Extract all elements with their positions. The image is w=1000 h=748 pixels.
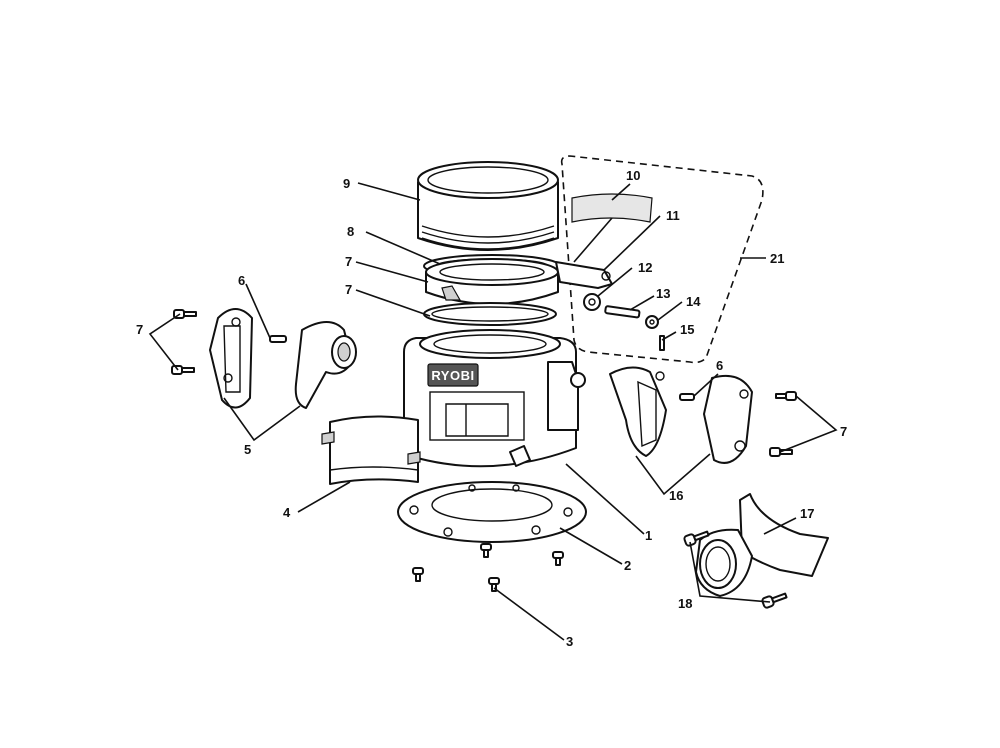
callout-21: 21 <box>770 251 784 266</box>
part-16-washer <box>645 315 659 329</box>
callout-11: 9 <box>343 176 350 191</box>
part-2-base-plate <box>397 481 587 543</box>
callout-10: 8 <box>347 224 354 239</box>
leader-lines <box>148 182 838 641</box>
callout-8: 7 <box>345 282 352 297</box>
part-15-pin <box>604 305 641 319</box>
callout-20: 18 <box>678 596 692 611</box>
callout-12: 10 <box>626 168 640 183</box>
part-18-right-handle <box>609 366 753 464</box>
part-6-screw-left <box>269 335 287 343</box>
callout-6-right: 6 <box>716 358 723 373</box>
part-9-depth-ring <box>425 258 559 305</box>
part-8-o-ring <box>423 302 557 326</box>
callout-15: 13 <box>656 286 670 301</box>
callout-17: 15 <box>680 322 694 337</box>
part-21-kit-outline <box>560 155 764 364</box>
brand-logo: RYOBI <box>431 368 474 383</box>
callout-5: 5 <box>244 442 251 457</box>
part-12-label <box>571 193 653 223</box>
part-6-screw-right <box>679 393 695 401</box>
part-3-screws <box>412 543 564 592</box>
part-1-router-base: RYOBI <box>403 329 586 468</box>
callout-13: 11 <box>666 208 680 223</box>
part-17-spring-pin <box>659 335 665 351</box>
part-20-screws <box>683 530 788 609</box>
callout-14: 12 <box>638 260 652 275</box>
callout-6-left: 6 <box>238 273 245 288</box>
callout-19: 17 <box>800 506 814 521</box>
callout-18: 16 <box>669 488 683 503</box>
callout-2: 2 <box>624 558 631 573</box>
callout-labels: 9 8 7 7 10 11 12 13 14 15 21 6 7 5 4 6 7… <box>136 168 847 649</box>
callout-7-right: 7 <box>840 424 847 439</box>
callout-16: 14 <box>686 294 701 309</box>
callout-4: 4 <box>283 505 291 520</box>
part-5-left-handle <box>209 308 357 409</box>
part-19-dust-port <box>695 493 829 597</box>
callout-7-left: 7 <box>136 322 143 337</box>
part-13-lever <box>555 261 613 289</box>
part-11-housing-cap <box>417 161 559 251</box>
callout-1: 1 <box>645 528 652 543</box>
part-7-screws-left <box>171 309 197 375</box>
part-4-chip-shield <box>321 415 421 485</box>
part-14-nut <box>583 293 601 311</box>
callout-9: 7 <box>345 254 352 269</box>
callout-3: 3 <box>566 634 573 649</box>
